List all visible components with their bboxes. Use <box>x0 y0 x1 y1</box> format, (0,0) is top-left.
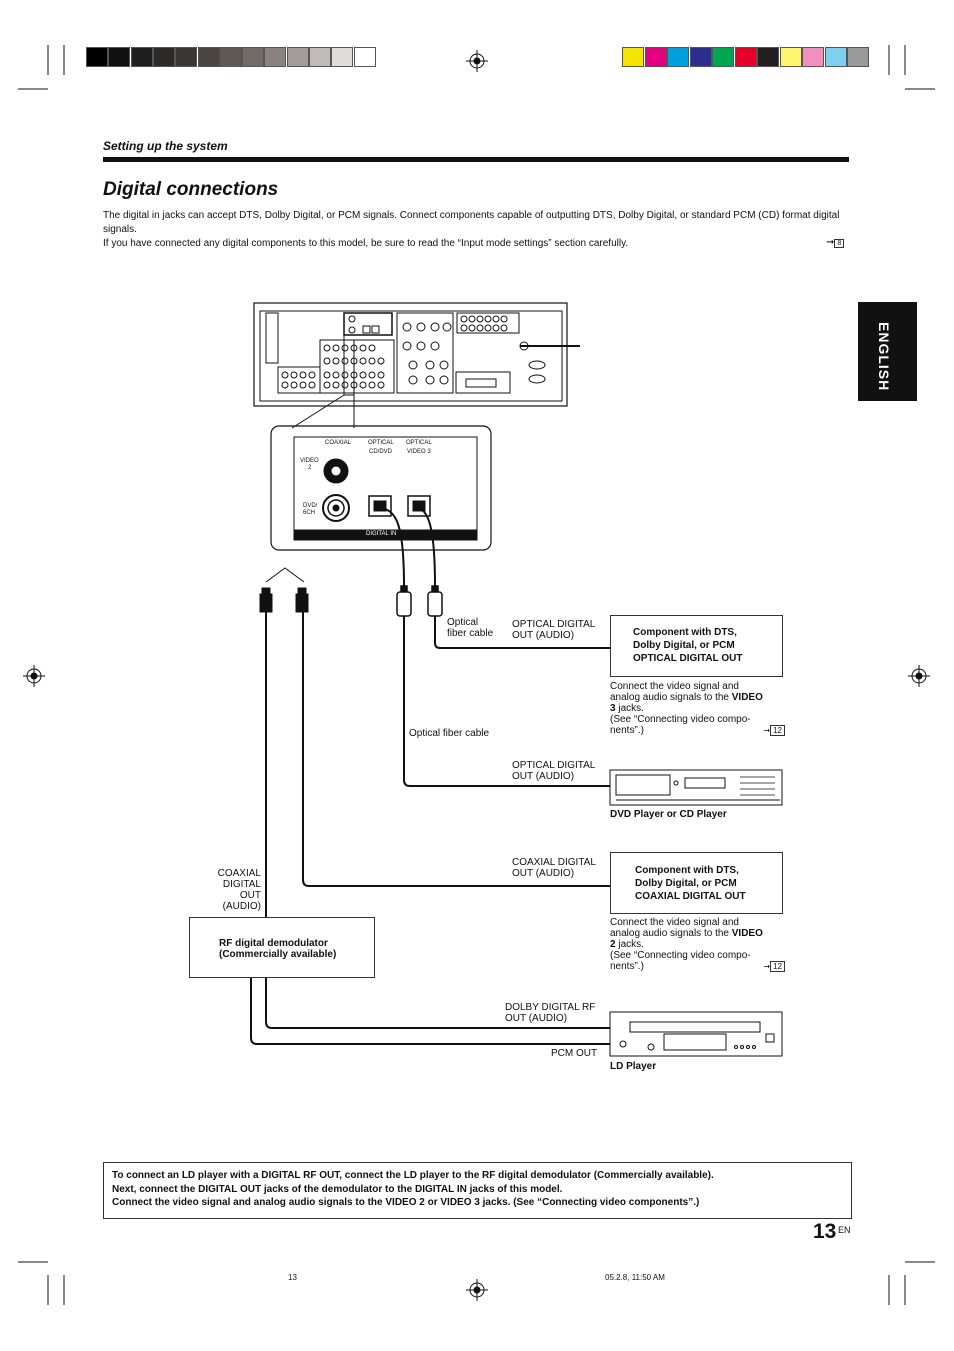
registration-mark-top <box>466 50 488 72</box>
optical-fiber-label-2: Optical fiber cable <box>409 728 490 739</box>
pcm-out-label: PCM OUT <box>551 1048 598 1059</box>
optical-out-label-2: OPTICAL DIGITAL OUT (AUDIO) <box>512 760 596 782</box>
dvd-player-label: DVD Player or CD Player <box>610 809 727 820</box>
ld-connection-note: To connect an LD player with a DIGITAL R… <box>103 1162 852 1219</box>
registration-mark-bottom <box>466 1279 488 1301</box>
digital-in-panel <box>270 425 492 551</box>
color-swatch <box>734 47 757 67</box>
optical-plugs <box>396 585 443 617</box>
coaxial-component-box: Component with DTS, Dolby Digital, or PC… <box>610 852 783 914</box>
cables <box>250 507 610 1045</box>
gray-swatch <box>219 47 242 67</box>
ld-player-label: LD Player <box>610 1061 657 1072</box>
zoom-callout <box>291 335 355 429</box>
video2-label: VIDEO <box>300 458 319 464</box>
coaxial-component-note: Connect the video signal and analog audi… <box>610 917 785 972</box>
gray-swatch <box>108 47 131 67</box>
page-number: 13 <box>813 1220 837 1243</box>
receiver-rear-panel <box>253 302 580 407</box>
color-swatch <box>757 47 779 67</box>
optical-fiber-label-1: Optical fiber cable <box>447 617 494 639</box>
color-swatch <box>824 47 847 67</box>
dolby-rf-out-label: DOLBY DIGITAL RF OUT (AUDIO) <box>505 1002 596 1024</box>
section-rule <box>103 157 849 162</box>
gray-swatch <box>197 47 220 67</box>
optical-cd-dvd-label: OPTICAL <box>368 440 394 446</box>
color-swatch <box>667 47 689 67</box>
coaxial-out-label: COAXIAL DIGITAL OUT (AUDIO) <box>512 857 596 879</box>
footer-page: 13 <box>288 1273 297 1282</box>
optical-cd-dvd-sub: CD/DVD <box>369 449 393 455</box>
plug-pointer <box>265 567 305 583</box>
rf-demodulator-box: RF digital demodulator (Commercially ava… <box>189 917 375 978</box>
color-swatch <box>622 47 644 67</box>
registration-mark-left <box>23 665 45 687</box>
coaxial-jack-label: COAXIAL <box>325 440 352 446</box>
intro-line-1: The digital in jacks can accept DTS, Dol… <box>103 210 840 235</box>
video2-sub: 2 <box>308 465 312 471</box>
optical-out-label-1: OPTICAL DIGITAL OUT (AUDIO) <box>512 619 596 641</box>
dvd-player-drawing <box>609 769 783 806</box>
optical-video3-label: OPTICAL <box>406 440 432 446</box>
gray-swatch <box>242 47 265 67</box>
gray-swatch <box>175 47 198 67</box>
registration-mark-right <box>908 665 930 687</box>
color-swatch <box>712 47 734 67</box>
color-swatch <box>847 47 869 67</box>
coaxial-plugs <box>259 587 309 613</box>
section-heading: Setting up the system <box>103 139 228 153</box>
color-swatch <box>779 47 802 67</box>
optical-video3-sub: VIDEO 3 <box>407 449 431 455</box>
gray-swatch <box>152 47 175 67</box>
page-language: EN <box>838 1225 851 1235</box>
coaxial-digital-out-left-label: COAXIAL DIGITAL OUT (AUDIO) <box>217 868 261 912</box>
gray-swatch <box>130 47 153 67</box>
optical-component-box: Component with DTS, Dolby Digital, or PC… <box>610 615 783 677</box>
english-tab-label: ENGLISH <box>876 322 892 392</box>
footer-timestamp: 05.2.8, 11:50 AM <box>605 1273 665 1282</box>
gray-swatch <box>309 47 331 67</box>
english-tab: ENGLISH <box>858 302 917 401</box>
color-swatch <box>644 47 667 67</box>
gray-swatch <box>86 47 108 67</box>
page-ref-8: ➞8 <box>826 237 845 248</box>
page-ref-12b: 12 <box>770 961 785 972</box>
dvd6ch-label: DVD/ <box>303 503 318 509</box>
page-title: Digital connections <box>103 179 279 200</box>
page-ref-12: 12 <box>770 725 785 736</box>
gray-swatch <box>353 47 376 67</box>
intro-text: The digital in jacks can accept DTS, Dol… <box>103 209 855 251</box>
dvd6ch-sub: 6CH <box>303 510 316 516</box>
gray-swatch <box>264 47 287 67</box>
gray-swatch <box>331 47 354 67</box>
gray-swatch <box>286 47 309 67</box>
color-swatch <box>689 47 712 67</box>
color-swatch <box>802 47 824 67</box>
intro-line-2: If you have connected any digital compon… <box>103 238 629 249</box>
digital-in-label: DIGITAL IN <box>366 531 397 537</box>
optical-component-note: Connect the video signal and analog audi… <box>610 681 785 736</box>
ld-player-drawing <box>609 1011 783 1057</box>
